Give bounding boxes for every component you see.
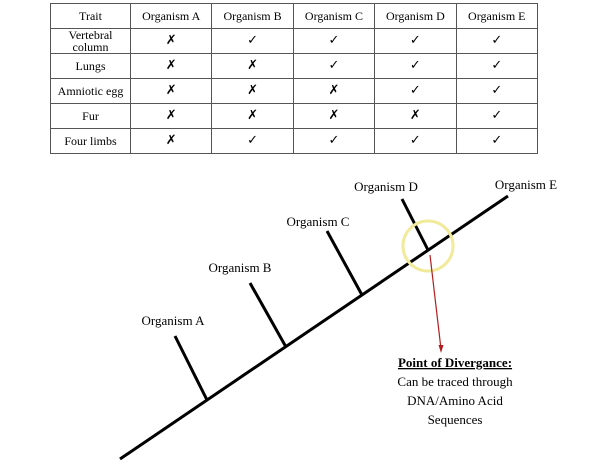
trait-label: column: [72, 40, 109, 54]
branch-organism-c: [325, 230, 364, 296]
header-trait: Trait: [50, 3, 131, 29]
trait-cell: Amniotic egg: [50, 78, 131, 104]
table-row: Lungs ✗ ✗ ✓ ✓ ✓: [50, 53, 539, 79]
mark-cell: ✗: [211, 53, 294, 79]
mark-cell: ✓: [455, 128, 539, 154]
divergence-arrow: [429, 254, 442, 350]
header-organism-c: Organism C: [292, 3, 376, 29]
mark-cell: ✗: [374, 103, 457, 129]
trait-table: Trait Organism A Organism B Organism C O…: [50, 3, 539, 154]
trait-cell: Vertebral column: [50, 28, 131, 54]
table-row: Four limbs ✗ ✓ ✓ ✓ ✓: [50, 128, 539, 154]
mark-cell: ✗: [129, 28, 213, 54]
branch-organism-b: [248, 282, 288, 348]
table-header-row: Trait Organism A Organism B Organism C O…: [50, 3, 539, 29]
branch-organism-a: [173, 335, 209, 401]
mark-cell: ✓: [455, 78, 539, 104]
annotation-line: DNA/Amino Acid: [407, 393, 503, 408]
label-organism-c: Organism C: [287, 214, 350, 229]
table-row: Vertebral column ✗ ✓ ✓ ✓ ✓: [50, 28, 539, 54]
mark-cell: ✓: [455, 53, 539, 79]
arrow-head: [438, 345, 444, 353]
mark-cell: ✓: [455, 103, 539, 129]
divergence-highlight: [401, 219, 455, 273]
header-organism-a: Organism A: [129, 3, 213, 29]
label-organism-a: Organism A: [142, 313, 206, 328]
trait-cell: Lungs: [50, 53, 131, 79]
mark-cell: ✓: [211, 128, 294, 154]
trait-cell: Four limbs: [50, 128, 131, 154]
cladogram-trunk: [119, 194, 509, 461]
table-row: Fur ✗ ✗ ✗ ✗ ✓: [50, 103, 539, 129]
label-organism-b: Organism B: [209, 260, 272, 275]
annotation-line: Sequences: [428, 412, 483, 427]
trait-label: Vertebral: [68, 28, 113, 42]
header-organism-e: Organism E: [455, 3, 539, 29]
mark-cell: ✓: [374, 28, 457, 54]
mark-cell: ✗: [211, 78, 294, 104]
label-organism-e: Organism E: [495, 177, 557, 192]
annotation-title: Point of Divergance:: [398, 355, 512, 370]
mark-cell: ✗: [129, 53, 213, 79]
annotation-line: Can be traced through: [397, 374, 513, 389]
label-organism-d: Organism D: [354, 179, 418, 194]
